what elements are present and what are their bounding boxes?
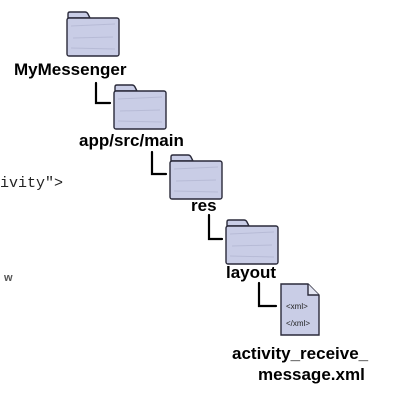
folder-icon[interactable] <box>168 153 224 206</box>
file-icon-close-tag: </xml> <box>286 319 310 328</box>
xml-file-icon[interactable]: <xml> </xml> <box>278 282 322 343</box>
folder-icon[interactable] <box>112 83 168 136</box>
code-fragment: ivity"> <box>0 175 64 192</box>
side-fragment: w <box>4 272 13 284</box>
folder-label-res: res <box>191 196 217 215</box>
connector-layout-to-file <box>257 281 278 308</box>
connector-res-to-layout <box>207 213 224 241</box>
folder-icon[interactable] <box>65 10 121 63</box>
folder-label-app-src-main: app/src/main <box>79 131 184 150</box>
folder-label-layout: layout <box>226 263 277 282</box>
file-label-line2: message.xml <box>258 365 365 384</box>
folder-label-root: MyMessenger <box>14 60 127 79</box>
connector-app-to-res <box>150 150 168 176</box>
folder-icon[interactable] <box>224 218 280 271</box>
file-label-line1: activity_receive_ <box>232 344 369 363</box>
file-icon-open-tag: <xml> <box>286 302 308 311</box>
connector-root-to-app <box>94 81 112 105</box>
